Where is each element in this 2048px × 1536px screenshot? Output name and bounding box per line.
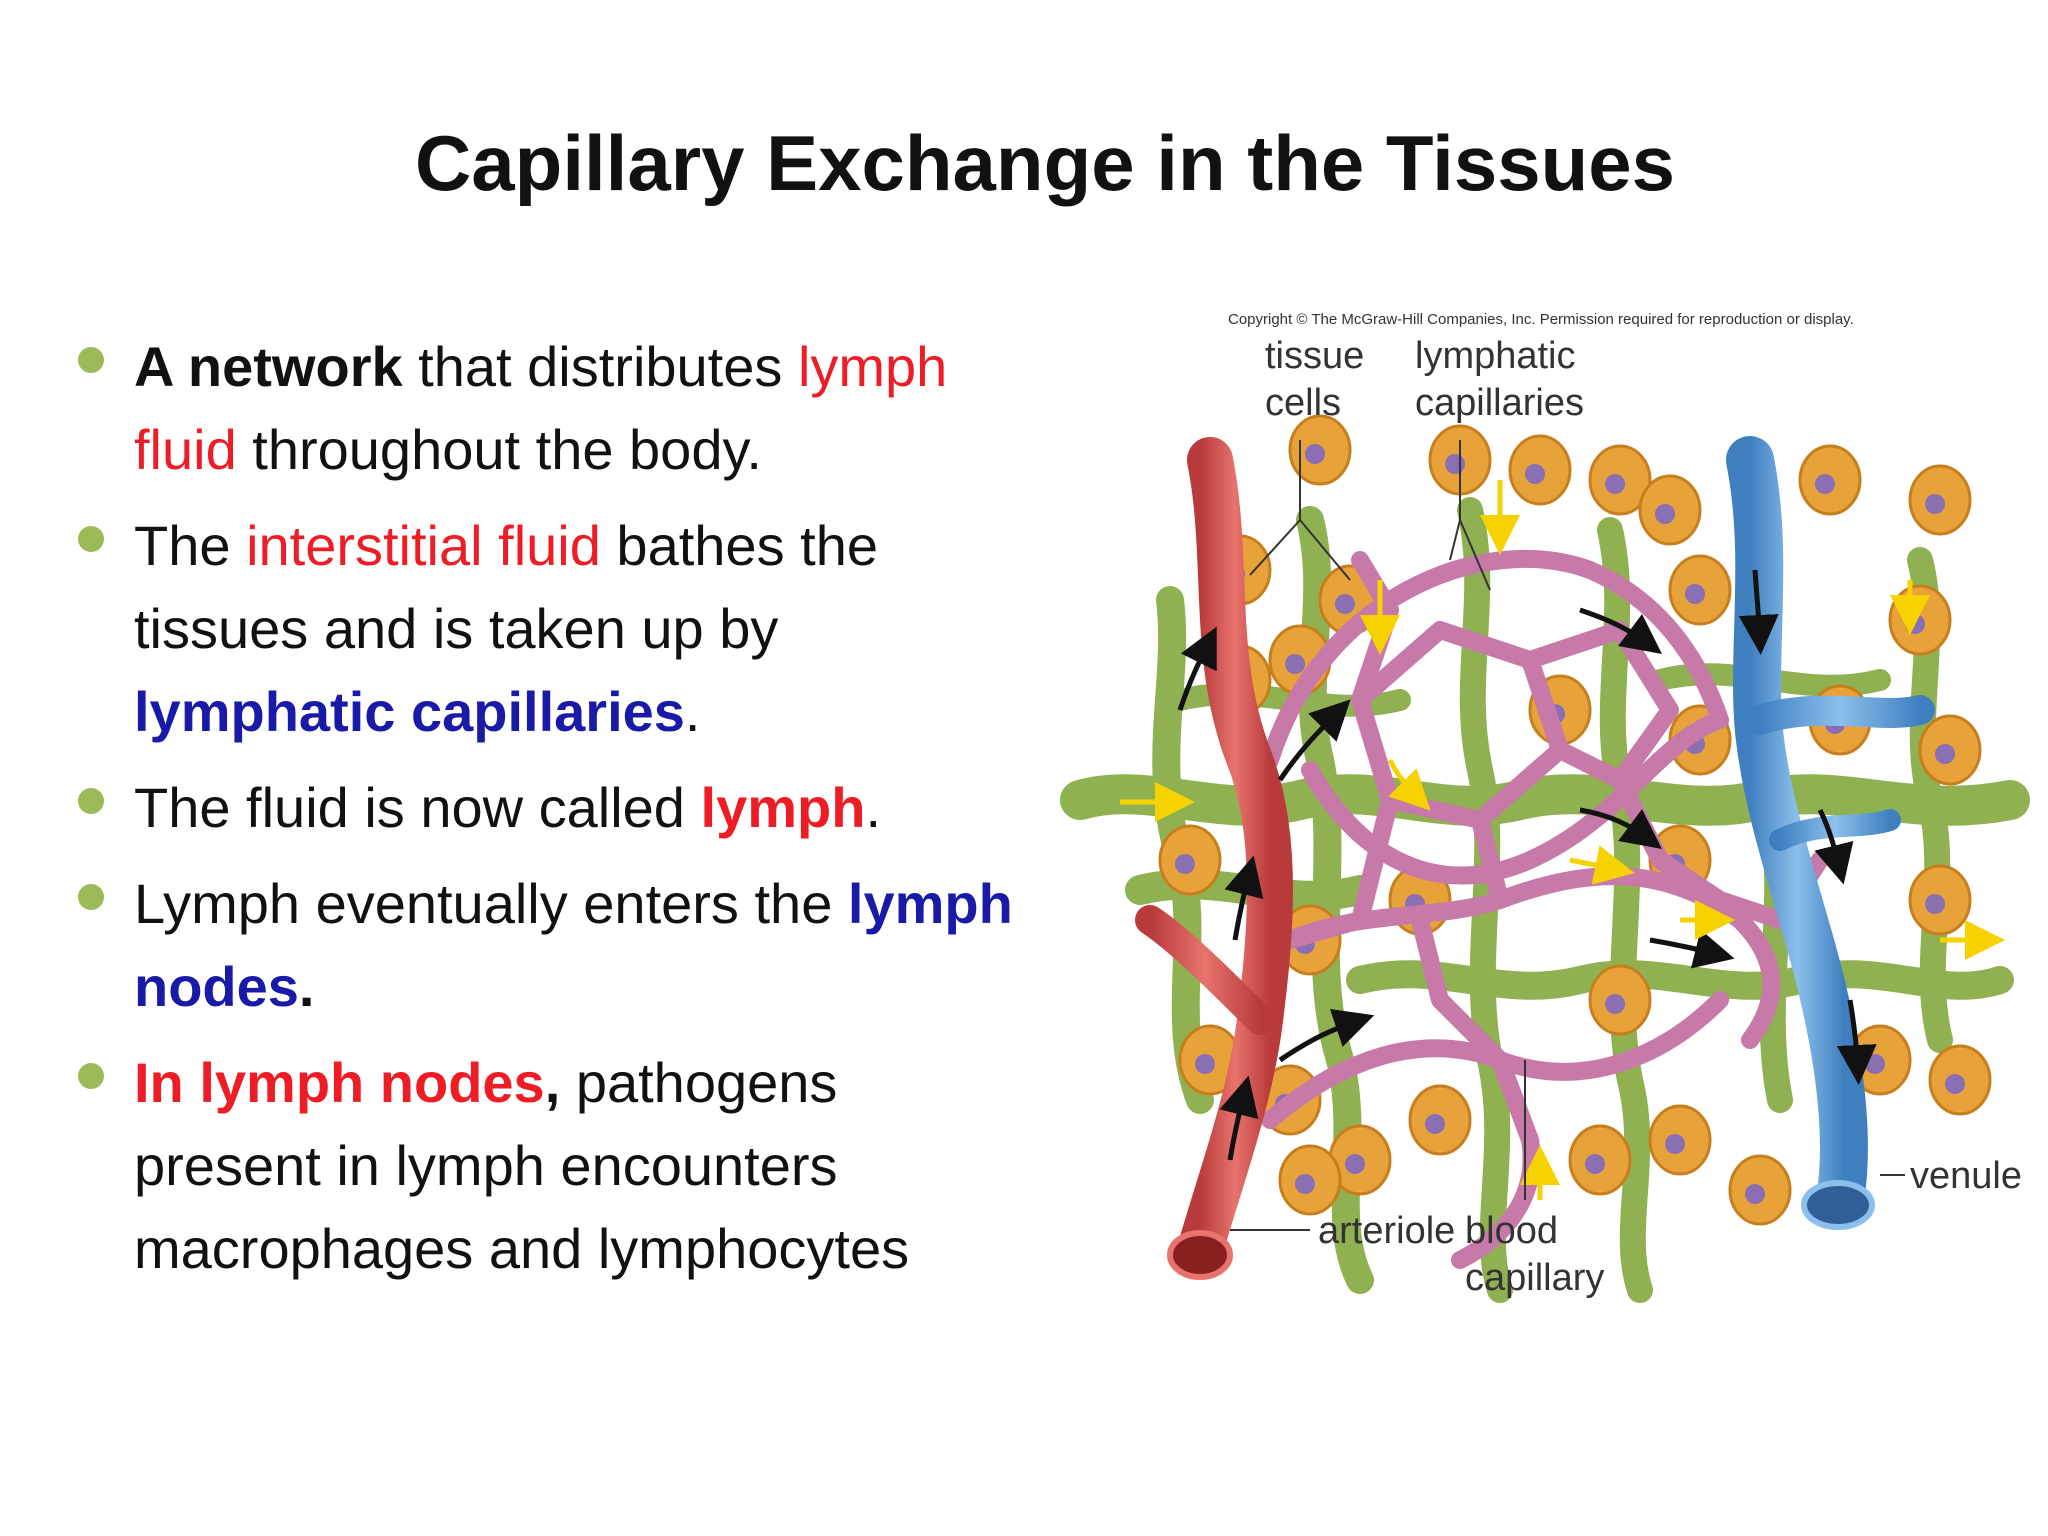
bullet-text-run: lymph nodes xyxy=(134,872,1013,1018)
label-arteriole: arteriole xyxy=(1318,1210,1455,1252)
blood-capillary-network xyxy=(1261,549,1829,1269)
bullet-dot-icon xyxy=(78,526,104,552)
label-tissue-cells-line2: cells xyxy=(1265,382,1341,424)
cell-nucleus xyxy=(1345,1154,1365,1174)
cell-nucleus xyxy=(1285,654,1305,674)
bullet-text-run: . xyxy=(684,680,701,743)
flow-arrows xyxy=(1120,480,2005,1200)
bullet-text-run: interstitial fluid xyxy=(246,514,601,577)
label-venule: venule xyxy=(1910,1155,2022,1197)
cell-nucleus xyxy=(1815,474,1835,494)
cell-nucleus xyxy=(1445,454,1465,474)
bullet-item: The interstitial fluid bathes the tissue… xyxy=(70,504,1030,753)
bullet-text-run: The fluid is now called xyxy=(134,776,701,839)
diagram-svg: Copyright © The McGraw-Hill Companies, I… xyxy=(1060,311,2030,1303)
bullet-text-run: . xyxy=(865,776,881,839)
capillary-diagram: Copyright © The McGraw-Hill Companies, I… xyxy=(1060,300,2030,1350)
cell-nucleus xyxy=(1865,1054,1885,1074)
cell-nucleus xyxy=(1425,1114,1445,1134)
cell-nucleus xyxy=(1605,474,1625,494)
diagram-labels: tissue cells lymphatic capillaries arter… xyxy=(1265,335,2022,1299)
bullet-item: In lymph nodes, pathogens present in lym… xyxy=(70,1041,1030,1290)
cell-nucleus xyxy=(1195,1054,1215,1074)
bullet-text-run: lymph fluid xyxy=(134,335,948,481)
bullet-text-run: The xyxy=(134,514,247,577)
copyright-notice: Copyright © The McGraw-Hill Companies, I… xyxy=(1228,311,1854,328)
cell-nucleus xyxy=(1655,504,1675,524)
bullet-text-run: that distributes xyxy=(402,335,798,398)
bullet-text-run: A network xyxy=(134,335,403,398)
cell-nucleus xyxy=(1945,1074,1965,1094)
bullet-dot-icon xyxy=(78,347,104,373)
cell-nucleus xyxy=(1175,854,1195,874)
label-blood-capillary-line1: blood xyxy=(1465,1210,1558,1252)
label-blood-capillary-line2: capillary xyxy=(1465,1257,1604,1299)
cell-nucleus xyxy=(1605,994,1625,1014)
cell-nucleus xyxy=(1925,494,1945,514)
cell-nucleus xyxy=(1935,744,1955,764)
bullet-text-run: , xyxy=(544,1051,561,1114)
label-tissue-cells-line1: tissue xyxy=(1265,335,1364,377)
bullet-dot-icon xyxy=(78,884,104,910)
label-lymphatic-capillaries-line1: lymphatic xyxy=(1415,335,1576,377)
cell-nucleus xyxy=(1295,1174,1315,1194)
bullet-text-run: Lymph eventually enters the xyxy=(134,872,848,935)
cell-nucleus xyxy=(1585,1154,1605,1174)
bullet-dot-icon xyxy=(78,1063,104,1089)
bullet-text-run: throughout the body. xyxy=(236,418,762,481)
bullet-text-run: In lymph nodes xyxy=(134,1051,545,1114)
bullet-text-run: bathes the tissues and is taken up by xyxy=(134,514,878,660)
cell-nucleus xyxy=(1305,444,1325,464)
bullet-item: The fluid is now called lymph. xyxy=(70,766,1030,849)
cell-nucleus xyxy=(1745,1184,1765,1204)
cell-nucleus xyxy=(1665,1134,1685,1154)
slide-title: Capillary Exchange in the Tissues xyxy=(414,119,1676,207)
bullet-text-run: pathogens present in lymph encounters ma… xyxy=(134,1051,910,1280)
bullet-item: A network that distributes lymph fluid t… xyxy=(70,325,1030,491)
cell-nucleus xyxy=(1525,464,1545,484)
leader-lines xyxy=(1230,440,1905,1231)
bullet-list: A network that distributes lymph fluid t… xyxy=(70,325,1030,1303)
bullet-dot-icon xyxy=(78,788,104,814)
bullet-text-run: . xyxy=(298,955,315,1018)
label-lymphatic-capillaries-line2: capillaries xyxy=(1415,382,1584,424)
bullet-item: Lymph eventually enters the lymph nodes. xyxy=(70,862,1030,1028)
bullet-text-run: lymphatic capillaries xyxy=(134,680,685,743)
cell-nucleus xyxy=(1925,894,1945,914)
bullet-text-run: lymph xyxy=(700,776,866,839)
cell-nucleus xyxy=(1335,594,1355,614)
cell-nucleus xyxy=(1685,584,1705,604)
